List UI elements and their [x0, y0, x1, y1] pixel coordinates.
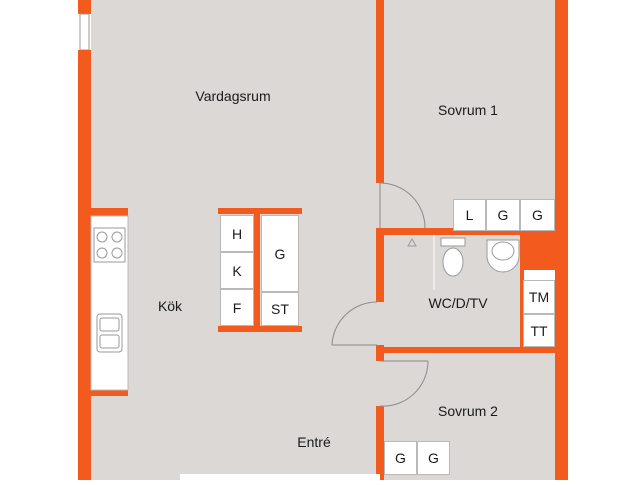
kitchen-cabinet-f: F [220, 289, 254, 326]
kitchen-cabinet-h: H [220, 215, 254, 252]
door-sovrum2 [379, 360, 429, 407]
wall-wc-right [520, 232, 524, 350]
wall-wc-bottom [376, 347, 568, 353]
wall-left-mid [78, 50, 91, 210]
kitchen-cabinet-g: G [261, 215, 299, 292]
floor-drain [407, 237, 417, 247]
washbasin [486, 239, 520, 273]
door-wc [331, 301, 378, 346]
wall-left-lower [78, 216, 91, 480]
bath-cabinet-tt: TT [523, 314, 555, 347]
wall-sovrum1-bottom [376, 228, 568, 235]
sink [96, 313, 123, 353]
room-label-wc: WC/D/TV [428, 295, 488, 311]
door-sovrum1 [379, 182, 426, 229]
closet-sovrum1-g1: G [486, 199, 520, 231]
room-label-sovrum1: Sovrum 1 [438, 102, 498, 118]
bath-cabinet-tm: TM [523, 280, 555, 314]
closet-sovrum1-g2: G [520, 199, 555, 231]
kitchen-cabinet-st: ST [261, 292, 299, 326]
wall-left-top [78, 0, 91, 14]
wall-left-kitchen-bottom [78, 390, 128, 396]
closet-sovrum2-g1: G [384, 441, 417, 475]
stove-burner-4 [111, 247, 123, 259]
stove-burner-1 [96, 231, 108, 243]
room-label-vardagsrum: Vardagsrum [195, 88, 271, 104]
room-label-kok: Kök [157, 298, 183, 314]
closet-sovrum1-l: L [453, 199, 486, 231]
closet-sovrum2-g2: G [417, 441, 450, 475]
wall-center-mid [376, 230, 384, 302]
sink-basin-1 [99, 317, 120, 332]
wall-center-bottom [376, 406, 384, 480]
entry-opening [180, 474, 380, 480]
toilet-bowl [442, 247, 464, 277]
stove [93, 227, 126, 263]
wall-right [555, 0, 568, 480]
washbasin-bowl [491, 241, 515, 261]
stove-burner-3 [96, 247, 108, 259]
wall-bath-pillar [522, 228, 558, 270]
wall-center-top [376, 0, 384, 183]
wall-left-kitchen-top [78, 208, 128, 216]
island-divider [254, 208, 260, 332]
stove-burner-2 [111, 231, 123, 243]
window-left-top [79, 13, 90, 51]
room-label-sovrum2: Sovrum 2 [438, 403, 498, 419]
room-label-entre: Entré [297, 434, 331, 450]
sink-basin-2 [99, 334, 120, 349]
toilet-tank [440, 237, 466, 247]
kitchen-cabinet-k: K [220, 252, 254, 289]
